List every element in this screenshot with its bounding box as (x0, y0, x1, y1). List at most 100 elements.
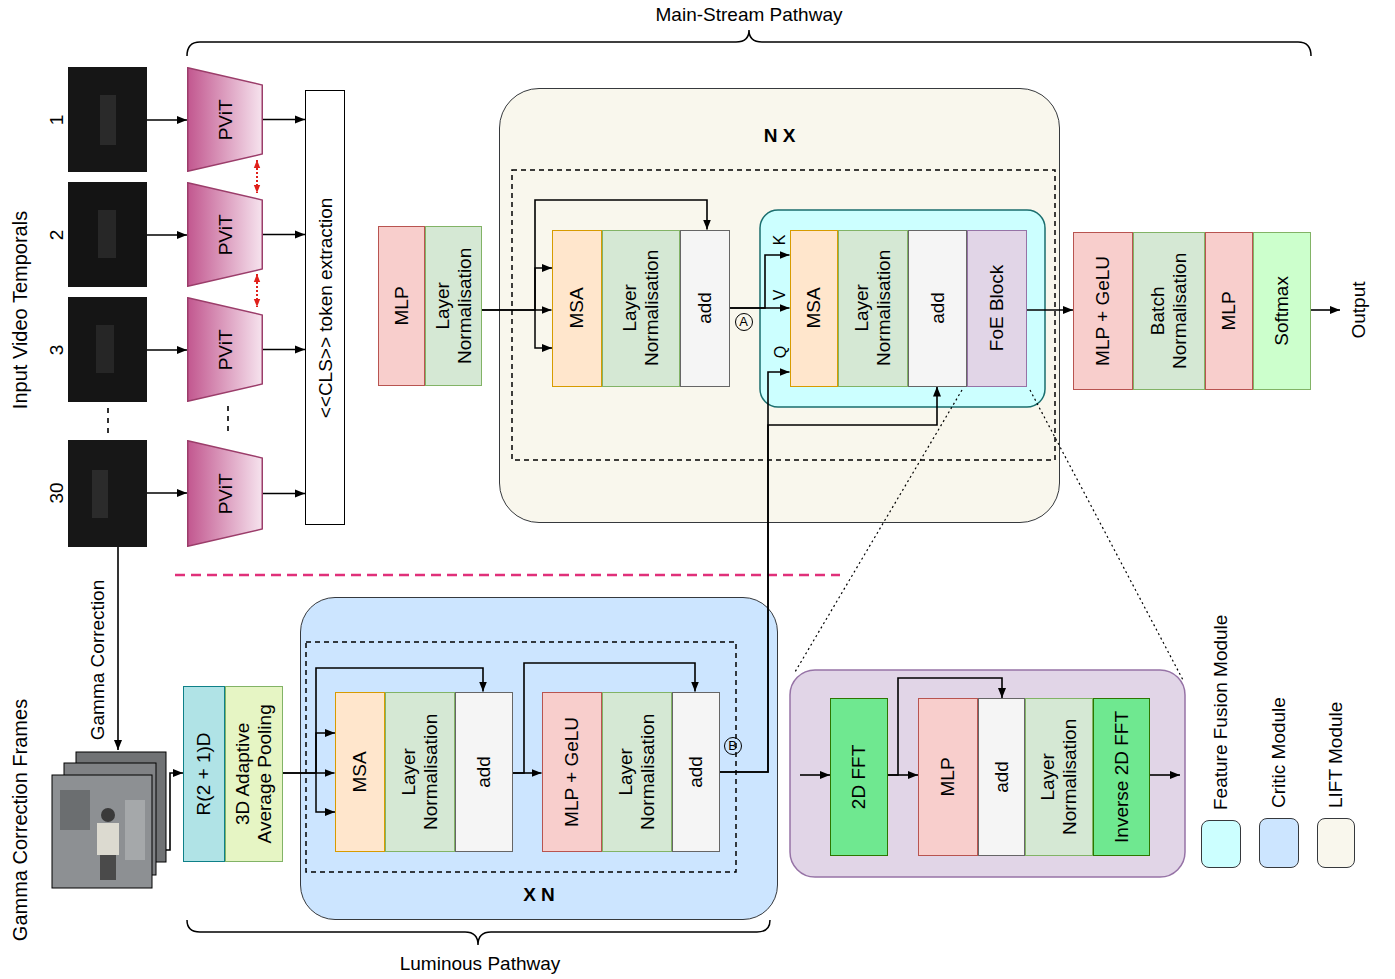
io-arrow (800, 310, 1340, 775)
legend-swatch (1259, 818, 1299, 868)
norm-box: Layer Normalisation (838, 230, 908, 387)
zoom-leader (795, 390, 1183, 680)
add-box: add (978, 698, 1025, 856)
foe-box: FoE Block (967, 230, 1027, 387)
repeat-frame (512, 170, 1055, 460)
box-label: R(2 + 1)D (193, 691, 215, 857)
branch-arrow (535, 310, 552, 348)
frame-arrow (147, 349, 187, 351)
pvit-shape (188, 298, 263, 402)
box-label: Softmax (1271, 237, 1293, 385)
step-label: Gamma Correction (88, 580, 107, 741)
pvit-block: PViT (187, 67, 263, 172)
box-label: add (991, 703, 1013, 851)
pathway-title: Main-Stream Pathway (656, 5, 843, 24)
io-arrow (1150, 774, 1180, 776)
connector (513, 663, 696, 773)
legend-label: Feature Fusion Module (1211, 615, 1231, 810)
branch-arrow (316, 268, 552, 812)
pvit-shape (188, 68, 263, 172)
marker-circle: A (735, 313, 753, 331)
conv-box: R(2 + 1)D (183, 686, 225, 862)
module-repeat-label: N X (500, 125, 1059, 148)
gamma-frames (97, 823, 119, 855)
io-arrow (800, 774, 830, 776)
video-frame (68, 297, 147, 402)
connector (1027, 309, 1074, 311)
pathway-brace (187, 920, 770, 945)
callout-letter: B (728, 739, 737, 752)
add-box: add (680, 230, 730, 387)
box-label: Layer Normalisation (615, 697, 659, 847)
branch-arrow (316, 773, 335, 812)
add-box: add (908, 230, 967, 387)
gamma-frames (100, 855, 116, 880)
axis-title: Gamma Correction Frames (10, 699, 30, 941)
box-label: Inverse 2D FFT (1111, 703, 1133, 851)
box-label: MSA (566, 235, 588, 382)
repeat-frame (306, 170, 1055, 872)
pvit-shape (188, 183, 263, 287)
box-label: add (694, 235, 716, 382)
gamma-frames (101, 808, 115, 822)
gamma-frames (60, 790, 90, 830)
video-frame (68, 67, 147, 172)
pathway-title: Luminous Pathway (400, 954, 561, 973)
attention-box: MSA (790, 230, 838, 387)
pooling-box: 3D Adaptive Average Pooling (225, 686, 283, 862)
token-box: <<CLS>> token extraction (305, 90, 345, 525)
frame-arrow (147, 119, 187, 121)
gamma-frames (52, 752, 166, 888)
box-label: 3D Adaptive Average Pooling (232, 691, 276, 857)
branch-arrow (316, 733, 335, 773)
attention-box: MSA (552, 230, 602, 387)
norm-box: Layer Normalisation (1025, 698, 1093, 856)
box-label: PViT (214, 302, 236, 397)
video-frame (68, 440, 147, 547)
frame-arrow (147, 234, 187, 236)
mlp-box: MLP (918, 698, 978, 856)
box-label: <<CLS>> token extraction (314, 95, 336, 520)
add-box: add (672, 692, 720, 852)
box-label: Layer Normalisation (398, 697, 442, 847)
connector (283, 668, 483, 773)
frame-number: 30 (47, 482, 66, 503)
mlp-box: MLP + GeLU (542, 692, 602, 852)
callout-letter: A (739, 315, 748, 328)
connector (720, 372, 790, 772)
pvit-block: PViT (187, 182, 263, 287)
video-frame (98, 210, 116, 258)
fft-box: Inverse 2D FFT (1093, 698, 1150, 856)
pvit-block: PViT (187, 440, 263, 547)
box-label: MSA (349, 697, 371, 847)
weight-sharing-arrow (256, 160, 258, 307)
mlp-box: MLP (1205, 232, 1253, 390)
gamma-arrow (117, 547, 119, 750)
box-label: MLP (937, 703, 959, 851)
box-label: PViT (214, 445, 236, 542)
zoom-region (790, 670, 1185, 877)
norm-box: Batch Normalisation (1133, 232, 1205, 390)
connector (263, 493, 305, 495)
pathway-separator (175, 575, 840, 576)
connector (263, 349, 305, 351)
module-repeat-label: X N (301, 884, 777, 907)
box-label: MLP (1218, 237, 1240, 385)
weight-sharing-arrow (256, 274, 258, 307)
pathway-brace (187, 30, 1311, 945)
io-arrow (1311, 309, 1340, 311)
pathway-brace (187, 30, 1311, 56)
gamma-frames (52, 775, 152, 888)
norm-box: Layer Normalisation (602, 692, 672, 852)
box-label: add (685, 697, 707, 847)
connector (263, 119, 305, 121)
box-label: MLP + GeLU (1092, 237, 1114, 385)
legend-label: LIFT Module (1326, 702, 1346, 808)
video-frame (96, 325, 114, 373)
video-frame (92, 470, 108, 518)
box-label: Layer Normalisation (619, 235, 663, 382)
legend-swatch (1201, 820, 1241, 868)
connector (888, 678, 1002, 775)
ellipsis-dashes (227, 406, 229, 434)
axis-title: Input Video Temporals (10, 211, 30, 409)
